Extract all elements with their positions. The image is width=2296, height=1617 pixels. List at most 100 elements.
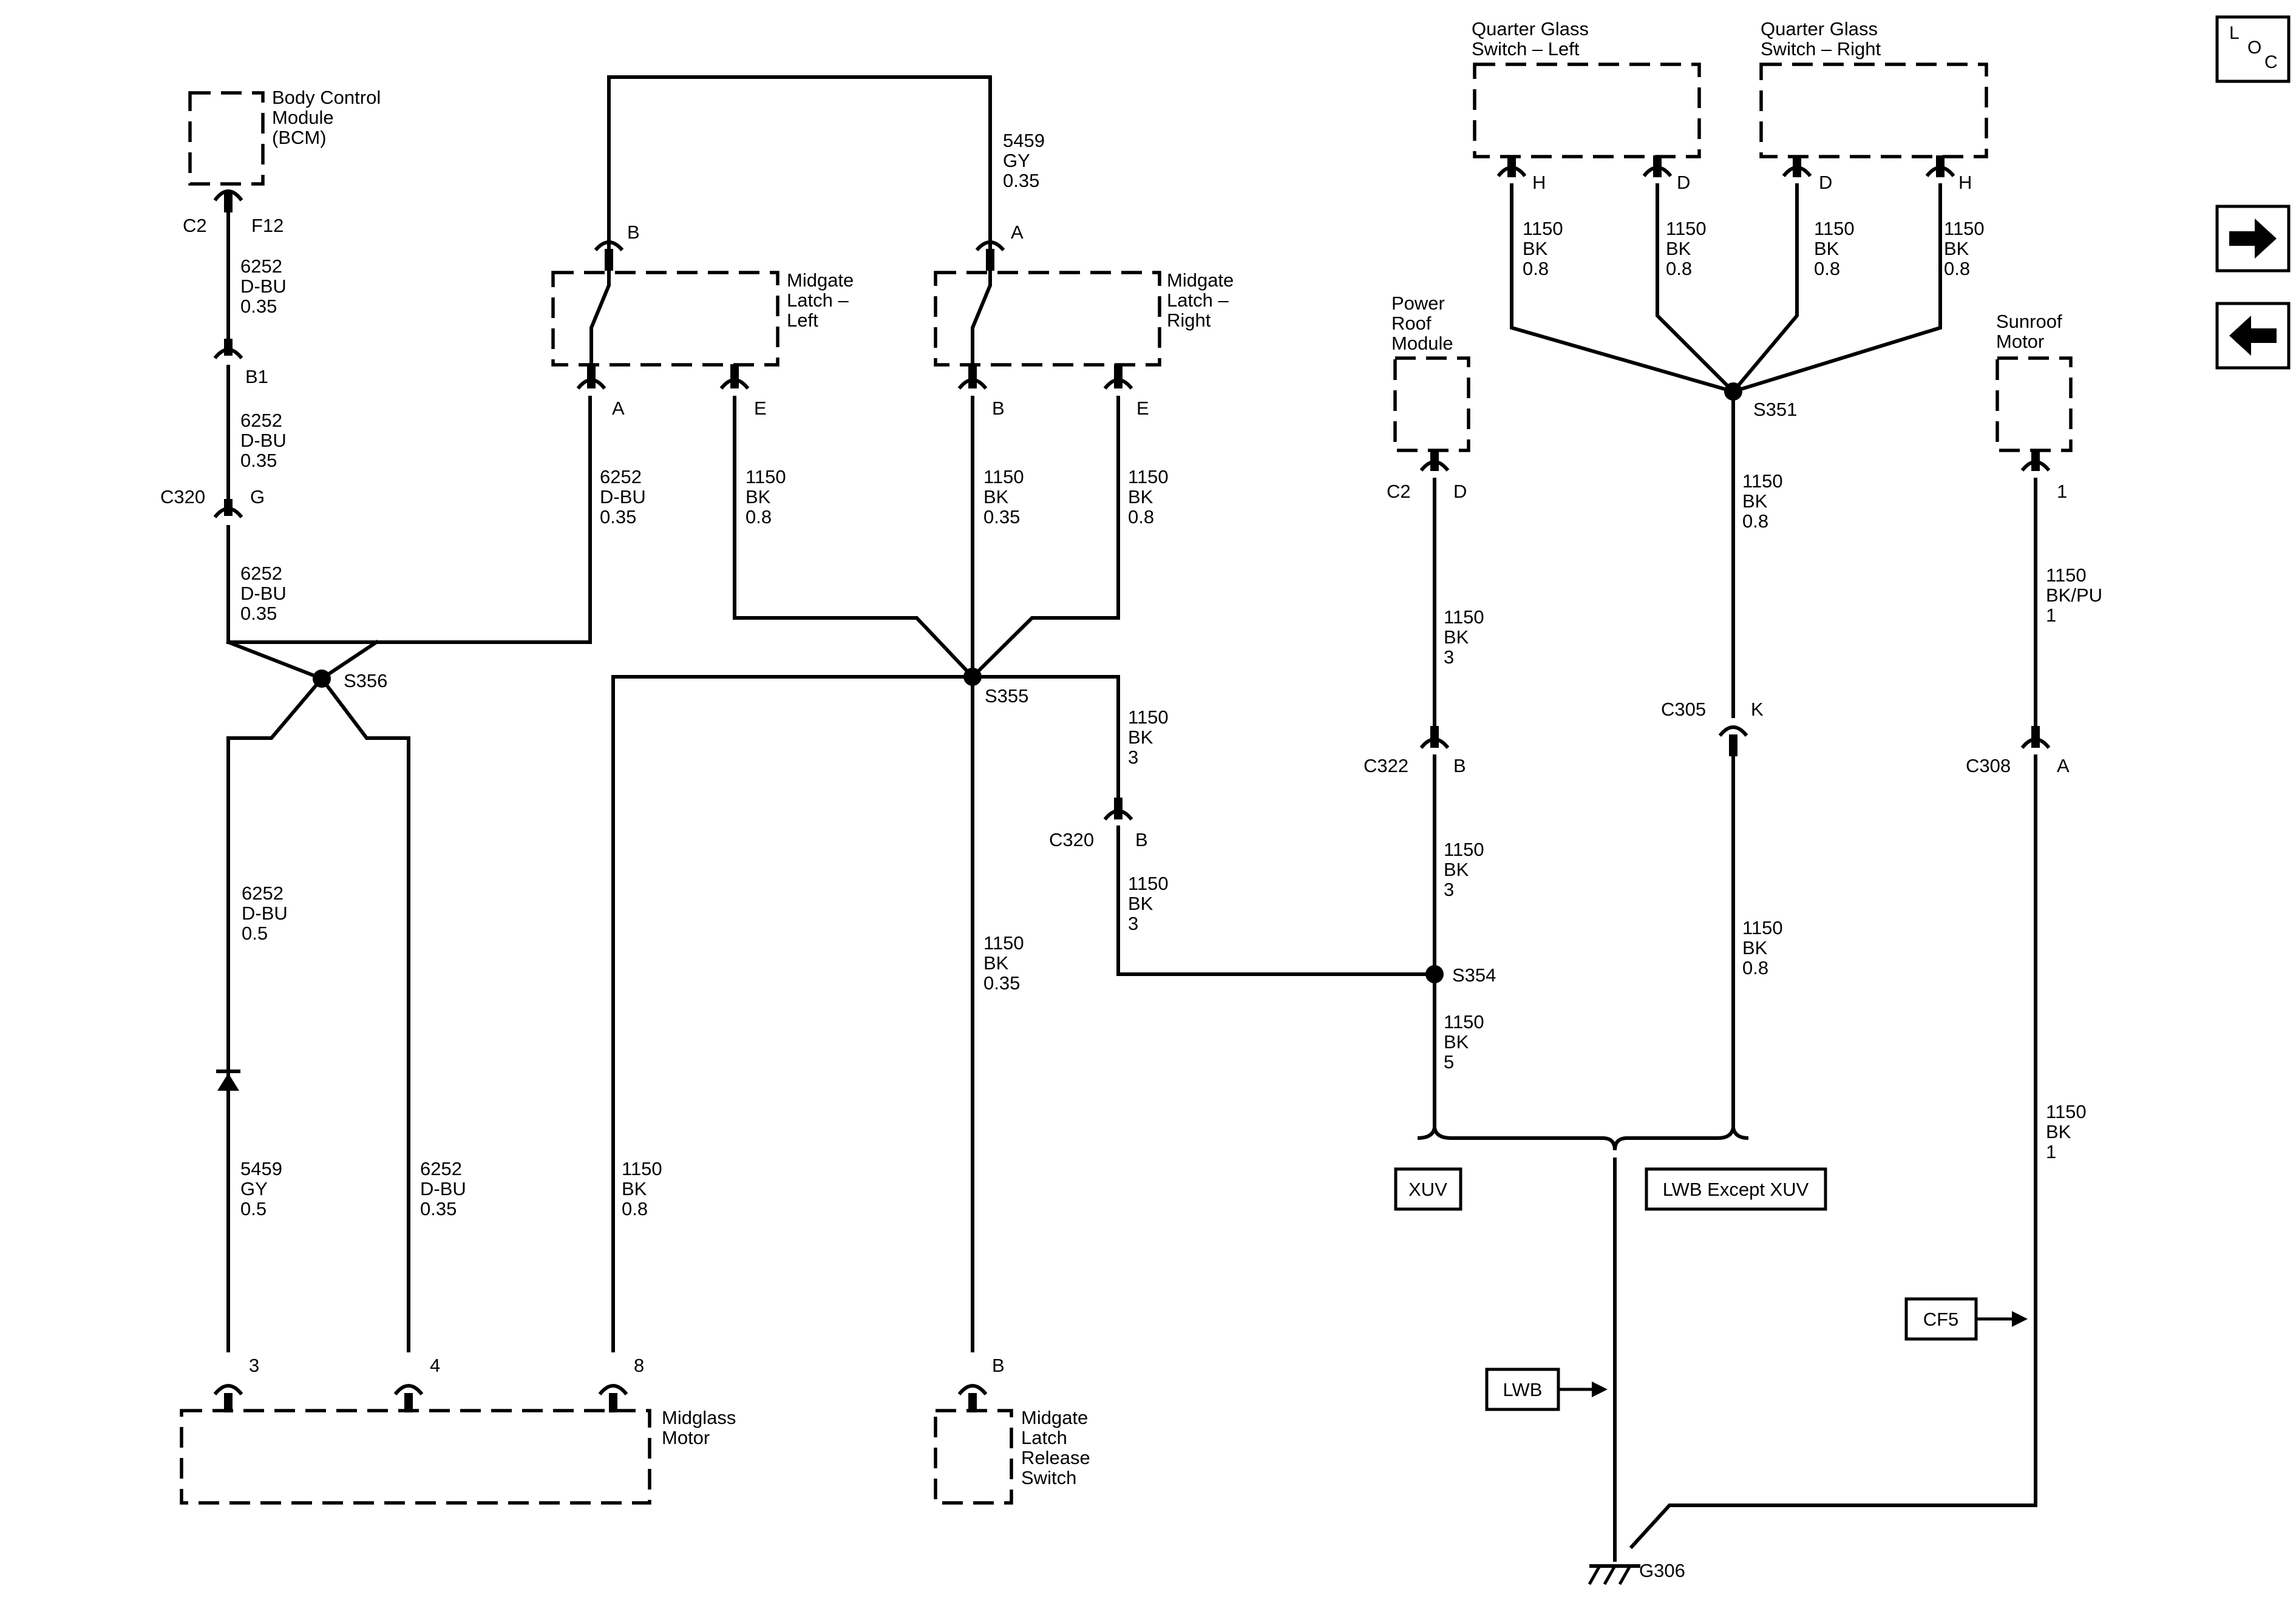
svg-text:3: 3: [249, 1355, 259, 1376]
svg-text:E: E: [754, 398, 767, 419]
svg-text:C320: C320: [1049, 829, 1094, 850]
bcm-box: [188, 91, 265, 186]
svg-text:LWB Except XUV: LWB Except XUV: [1663, 1179, 1809, 1200]
sunroof-motor-box: [1995, 356, 2073, 452]
svg-text:A: A: [612, 398, 625, 419]
loc-button[interactable]: L O C: [2215, 15, 2291, 83]
wire-latch-left-e: [733, 396, 976, 680]
wire-s356-x: [226, 639, 410, 1352]
option-xuv: XUV: [1394, 1167, 1462, 1211]
svg-text:CF5: CF5: [1923, 1309, 1959, 1330]
svg-text:H: H: [1958, 172, 1972, 193]
wire-brace: [1417, 1127, 1749, 1151]
splice-s354: [1425, 965, 1444, 983]
splice-labels: S356 S355 S354 S351 G306: [344, 399, 1797, 1581]
back-button[interactable]: [2215, 302, 2291, 370]
svg-text:B: B: [992, 398, 1005, 419]
wire-c320-s354: [1116, 825, 1436, 976]
svg-text:L: L: [2229, 23, 2240, 43]
splice-s355: [963, 668, 982, 686]
connector-labels: C2 F12 B1 C320 G B A E A B E C2 D H D D …: [160, 172, 2070, 1376]
left-arrow-icon: [2229, 316, 2277, 356]
option-cf5: CF5: [1904, 1297, 2028, 1341]
svg-text:D: D: [1677, 172, 1690, 193]
svg-text:8: 8: [634, 1355, 644, 1376]
svg-text:S351: S351: [1753, 399, 1797, 420]
midgate-latch-right-box: [934, 271, 1161, 367]
midglass-motor-box: [180, 1409, 651, 1505]
forward-button[interactable]: [2215, 205, 2291, 273]
svg-text:S355: S355: [985, 685, 1028, 707]
svg-text:H: H: [1532, 172, 1546, 193]
svg-text:1: 1: [2057, 481, 2067, 502]
svg-text:D: D: [1453, 481, 1467, 502]
svg-text:XUV: XUV: [1408, 1179, 1447, 1200]
wire-s355-c320: [971, 675, 1120, 802]
svg-text:C2: C2: [1387, 481, 1411, 502]
svg-text:A: A: [2057, 755, 2070, 776]
svg-text:D: D: [1819, 172, 1832, 193]
splice-s351: [1724, 382, 1742, 401]
wire-sunroof-column: [1629, 478, 2037, 1550]
svg-text:B: B: [1135, 829, 1148, 850]
svg-text:LWB: LWB: [1503, 1379, 1543, 1400]
svg-text:O: O: [2247, 38, 2261, 58]
arrow-right-icon: [2012, 1311, 2028, 1327]
svg-text:C320: C320: [160, 486, 205, 507]
option-lwb: LWB: [1485, 1368, 1608, 1411]
wire-s355-to-mg8: [611, 675, 974, 1352]
svg-text:A: A: [1011, 222, 1024, 243]
svg-text:B: B: [1453, 755, 1466, 776]
svg-text:S354: S354: [1452, 964, 1496, 986]
svg-text:E: E: [1136, 398, 1149, 419]
svg-text:B1: B1: [245, 366, 268, 387]
option-lwb-except-xuv: LWB Except XUV: [1645, 1167, 1827, 1211]
midgate-release-switch-box: [934, 1409, 1013, 1505]
svg-text:C308: C308: [1966, 755, 2011, 776]
power-roof-module-box: [1393, 356, 1470, 452]
svg-text:K: K: [1751, 699, 1764, 720]
wire-bcm-column: [226, 208, 592, 644]
svg-text:F12: F12: [251, 215, 284, 236]
quarter-glass-left-box: [1473, 63, 1701, 158]
svg-text:B: B: [992, 1355, 1005, 1376]
svg-text:G306: G306: [1639, 1560, 1685, 1581]
ground-icon: [1588, 1564, 1640, 1585]
svg-text:G: G: [250, 486, 265, 507]
wire-top-loop: [607, 75, 992, 251]
wire-latch-right-e: [970, 396, 1120, 680]
wire-qg-fan: [1510, 183, 1942, 395]
